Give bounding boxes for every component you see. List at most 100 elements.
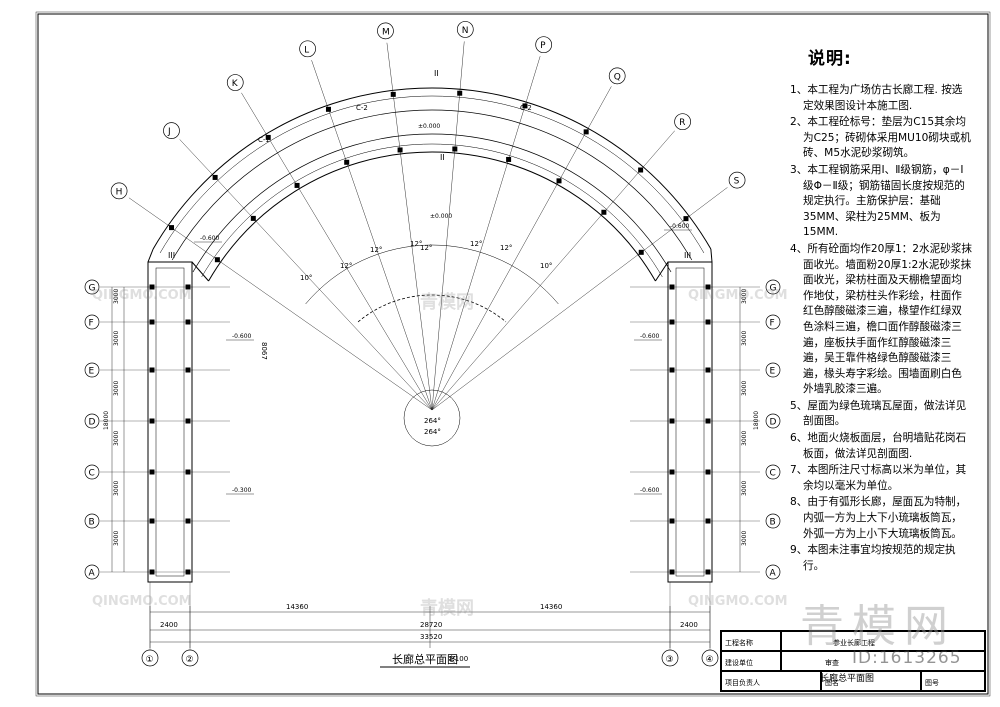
connector	[710, 248, 713, 263]
sheet-border	[37, 13, 989, 695]
connector	[191, 261, 209, 282]
axis-bubble	[110, 182, 128, 200]
section-mark: II	[440, 153, 445, 162]
angle-label: 12°	[470, 240, 482, 248]
note-item: 9、本图未注事宜均按规范的规定执行。	[790, 544, 956, 572]
radial-axis-line	[431, 56, 541, 411]
column	[149, 319, 155, 325]
tb-project-name: 参业长廊工程	[833, 639, 875, 647]
axis-label: P	[540, 41, 546, 51]
column	[149, 569, 155, 575]
level-label: -0.600	[640, 333, 660, 340]
column	[583, 129, 589, 135]
angle-label: 264°	[424, 428, 441, 436]
axis-label: ③	[666, 655, 674, 665]
column	[344, 159, 350, 165]
note-item: 3、本工程钢筋采用Ⅰ、Ⅱ级钢筋，φ－Ⅰ级Φ－Ⅱ级；钢筋锚固长度按规范的规定执行。…	[790, 163, 965, 239]
dim-label: 3000	[741, 531, 748, 546]
connector	[655, 261, 669, 282]
tb-cell	[921, 671, 985, 691]
column	[185, 518, 191, 524]
axis-bubble	[84, 279, 100, 295]
note-item: 2、本工程砼标号：垫层为C15其余均为C25；砖砌体采用MU10砌块或机砖、M5…	[790, 116, 971, 160]
axis-bubble	[765, 464, 781, 480]
note-item: 1、本工程为广场仿古长廊工程. 按选定效果图设计本施工图.	[790, 84, 963, 112]
column	[669, 569, 675, 575]
column	[149, 284, 155, 290]
radial-axis-line	[128, 197, 433, 411]
column	[169, 225, 175, 231]
axis-bubble	[163, 122, 180, 139]
column	[325, 106, 331, 112]
axis-bubble	[84, 564, 100, 580]
radial-axis-line	[431, 130, 675, 411]
section-mark: C-2	[520, 104, 532, 112]
axis-bubble	[765, 413, 781, 429]
axis-label: M	[382, 27, 390, 37]
tb-cell	[721, 651, 781, 671]
tb-drawing-name: 长廊总平面图	[820, 674, 875, 684]
tb-unit-label: 建设单位	[725, 659, 753, 667]
fan-arc-dashed	[357, 294, 507, 323]
level-label: -0.600	[232, 333, 252, 340]
column	[522, 103, 528, 109]
axis-label: G	[89, 284, 96, 294]
tb-cell	[821, 671, 921, 691]
column	[705, 418, 711, 424]
axis-label: L	[304, 45, 309, 55]
angle-label: 12°	[340, 262, 352, 270]
column	[390, 91, 396, 97]
column	[669, 367, 675, 373]
column	[638, 167, 644, 173]
connector	[147, 248, 154, 263]
notes-title: 说明:	[808, 49, 852, 69]
corridor-arc	[159, 95, 705, 254]
tb-project-label: 工程名称	[725, 639, 753, 647]
column	[705, 367, 711, 373]
plan-title: 长廊总平面图	[392, 653, 458, 666]
axis-label: E	[89, 367, 95, 377]
axis-bubble	[535, 36, 553, 54]
column	[601, 209, 607, 215]
center-circle	[403, 389, 461, 447]
axis-bubble	[141, 649, 159, 667]
column	[669, 319, 675, 325]
level-label: ±0.000	[430, 213, 452, 220]
column	[149, 518, 155, 524]
tb-drafter-label: 项目负责人	[725, 679, 760, 687]
dim-label: 3000	[113, 481, 120, 496]
column	[294, 182, 300, 188]
axis-label: ②	[186, 655, 194, 665]
axis-label: ①	[146, 655, 154, 665]
radial-axis-line	[179, 139, 433, 411]
axis-label: S	[734, 177, 740, 187]
axis-bubble	[181, 649, 199, 667]
axis-bubble	[299, 40, 316, 58]
column	[669, 284, 675, 290]
axis-label: G	[770, 284, 777, 294]
section-mark: III	[168, 251, 175, 260]
dim-label: 3000	[113, 381, 120, 396]
column	[265, 134, 271, 140]
axis-bubble	[661, 649, 679, 667]
dim-label: 3000	[741, 381, 748, 396]
column	[669, 418, 675, 424]
radial-axis-line	[241, 92, 433, 411]
axis-bubble	[84, 464, 100, 480]
dim-label: 3000	[113, 331, 120, 346]
design-notes: 说明: 1、本工程为广场仿古长廊工程. 按选定效果图设计本施工图. 2、本工程砼标…	[790, 44, 972, 575]
level-label: -0.600	[200, 235, 220, 242]
axis-bubble	[84, 314, 100, 330]
dim-label: 3000	[113, 289, 120, 304]
right-corridor-inner	[675, 267, 705, 577]
section-mark: III	[684, 251, 691, 260]
angle-label: 12°	[420, 244, 432, 252]
radial-axis-line	[431, 86, 612, 411]
axis-label: D	[770, 418, 777, 428]
angle-label: 10°	[540, 262, 552, 270]
column	[669, 518, 675, 524]
dim-label: 3000	[741, 431, 748, 446]
column	[185, 418, 191, 424]
